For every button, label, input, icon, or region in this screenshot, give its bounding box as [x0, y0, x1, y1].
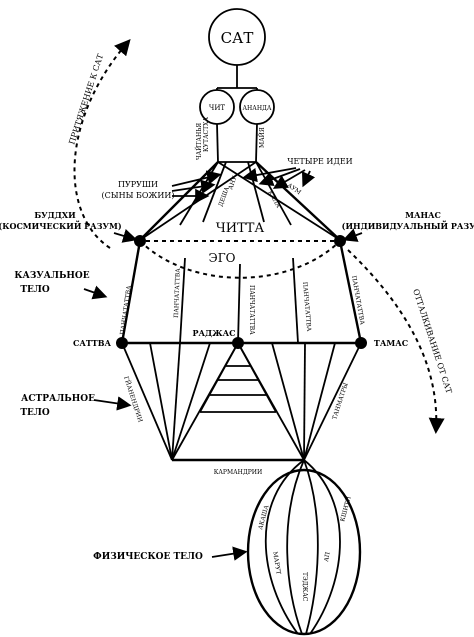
maya-label: МАЙЯ — [258, 127, 266, 148]
ladder-right — [237, 342, 277, 413]
anu-label: АНУ — [227, 174, 239, 190]
buddhi-label-2: (КОСМИЧЕСКИЙ РАЗУМ) — [0, 221, 122, 231]
rajas-label: РАДЖАС — [192, 328, 235, 338]
astral-body-label-1: АСТРАЛЬНОЕ — [21, 394, 95, 404]
four-ideas-arrow-3 — [272, 169, 306, 189]
astral-body-label-2: ТЕЛО — [20, 408, 50, 418]
gyan-line-2 — [149, 342, 173, 461]
causal-body-label-2: ТЕЛО — [20, 285, 50, 295]
panchatattva-label-2: ПАНЧАТАТТВА — [173, 268, 182, 318]
causal-left-edge — [120, 240, 142, 344]
four-ideas-label: ЧЕТЫРЕ ИДЕИ — [287, 157, 352, 166]
physical-body-ellipse — [246, 468, 362, 636]
causal-body-label-1: КАЗУАЛЬНОЕ — [14, 271, 89, 281]
kutastha-label-2: ЧАЙТАНЬЯ — [195, 123, 203, 160]
kala-label: КАЛА — [266, 190, 282, 210]
element-line-2 — [286, 459, 305, 635]
chitta-label: ЧИТТА — [216, 221, 265, 236]
four-ideas-arrow-1 — [242, 167, 297, 183]
gyan-line-1 — [121, 342, 173, 461]
element-line-4 — [303, 459, 341, 635]
desha-label: ДЕША — [217, 185, 231, 207]
tedzhas-label: ТЭДЖАС — [301, 572, 308, 602]
sat-label: САТ — [221, 29, 254, 47]
ap-label: АП — [323, 551, 332, 562]
physical-body-arrow — [211, 546, 248, 561]
gyan-line-4 — [171, 342, 211, 461]
kutastha-line — [216, 123, 219, 163]
panchatattva-label-3: ПАНЧАТАТТВА — [248, 285, 255, 335]
causal-body-arrow — [83, 285, 108, 300]
manas-arrow — [342, 228, 363, 242]
gyanendriya-label: ГЙАНЕНДРИИ — [122, 375, 144, 423]
buddhi-arrow — [113, 229, 138, 243]
purushi-arrow-1 — [171, 170, 222, 187]
tanmatra-line-3 — [303, 342, 306, 461]
gyan-line-3 — [171, 342, 181, 461]
repulsion-arc — [347, 249, 445, 434]
ananda-label: АНАНДА — [243, 105, 272, 112]
purushi-label-1: ПУРУШИ — [118, 180, 158, 189]
fan-line-7 — [217, 161, 341, 241]
manas-label-2: (ИНДИВИДУАЛЬНЫЙ РАЗУМ) — [342, 221, 474, 231]
kutastha-label-1: КУТАСТХА — [203, 117, 210, 152]
aum-label: АУМ — [286, 182, 302, 196]
purushi-arrow-2 — [171, 179, 216, 194]
attraction-label: ПРИТЯЖЕНИЕ К САТ — [67, 52, 105, 145]
fan-line-1 — [139, 161, 219, 241]
causal-right-edge — [338, 240, 363, 344]
tanmatra-line-2 — [303, 342, 336, 461]
marut-label: МАРУТ — [271, 551, 282, 575]
ladder-left — [199, 342, 239, 413]
tanmatra-line-1 — [303, 342, 362, 461]
four-ideas-arrow-4 — [301, 170, 316, 188]
karmendriya-label: КАРМАНДРИИ — [214, 469, 263, 476]
sattva-label: САТТВА — [73, 338, 112, 348]
chit-label: ЧИТ — [209, 104, 226, 112]
tanmatra-line-4 — [271, 342, 305, 461]
element-line-1 — [264, 459, 305, 635]
causal-line-4 — [292, 257, 299, 344]
causal-line-2 — [179, 257, 186, 344]
ego-arc — [139, 240, 341, 279]
manas-label-1: МАНАС — [405, 210, 441, 220]
panchatattva-label-1: ПАНЧАТАТТВА — [119, 285, 133, 336]
buddhi-label-1: БУДДХИ — [34, 210, 76, 220]
physical-body-label: ФИЗИЧЕСКОЕ ТЕЛО — [93, 552, 203, 562]
panchatattva-label-4: ПАНЧАТАТТВА — [301, 282, 312, 333]
attraction-arc — [73, 38, 131, 249]
causal-line-3 — [237, 263, 241, 344]
element-line-3 — [303, 459, 319, 635]
ego-label: ЭГО — [209, 251, 236, 265]
fan-line-5 — [255, 161, 292, 226]
astral-body-arrow — [93, 396, 132, 411]
tanmatra-label: ТАНМАТРЫ — [331, 382, 350, 421]
maya-line — [255, 123, 258, 163]
purushi-label-2: (СЫНЫ БОЖИИ) — [101, 191, 174, 200]
tamas-label: ТАМАС — [374, 338, 408, 348]
